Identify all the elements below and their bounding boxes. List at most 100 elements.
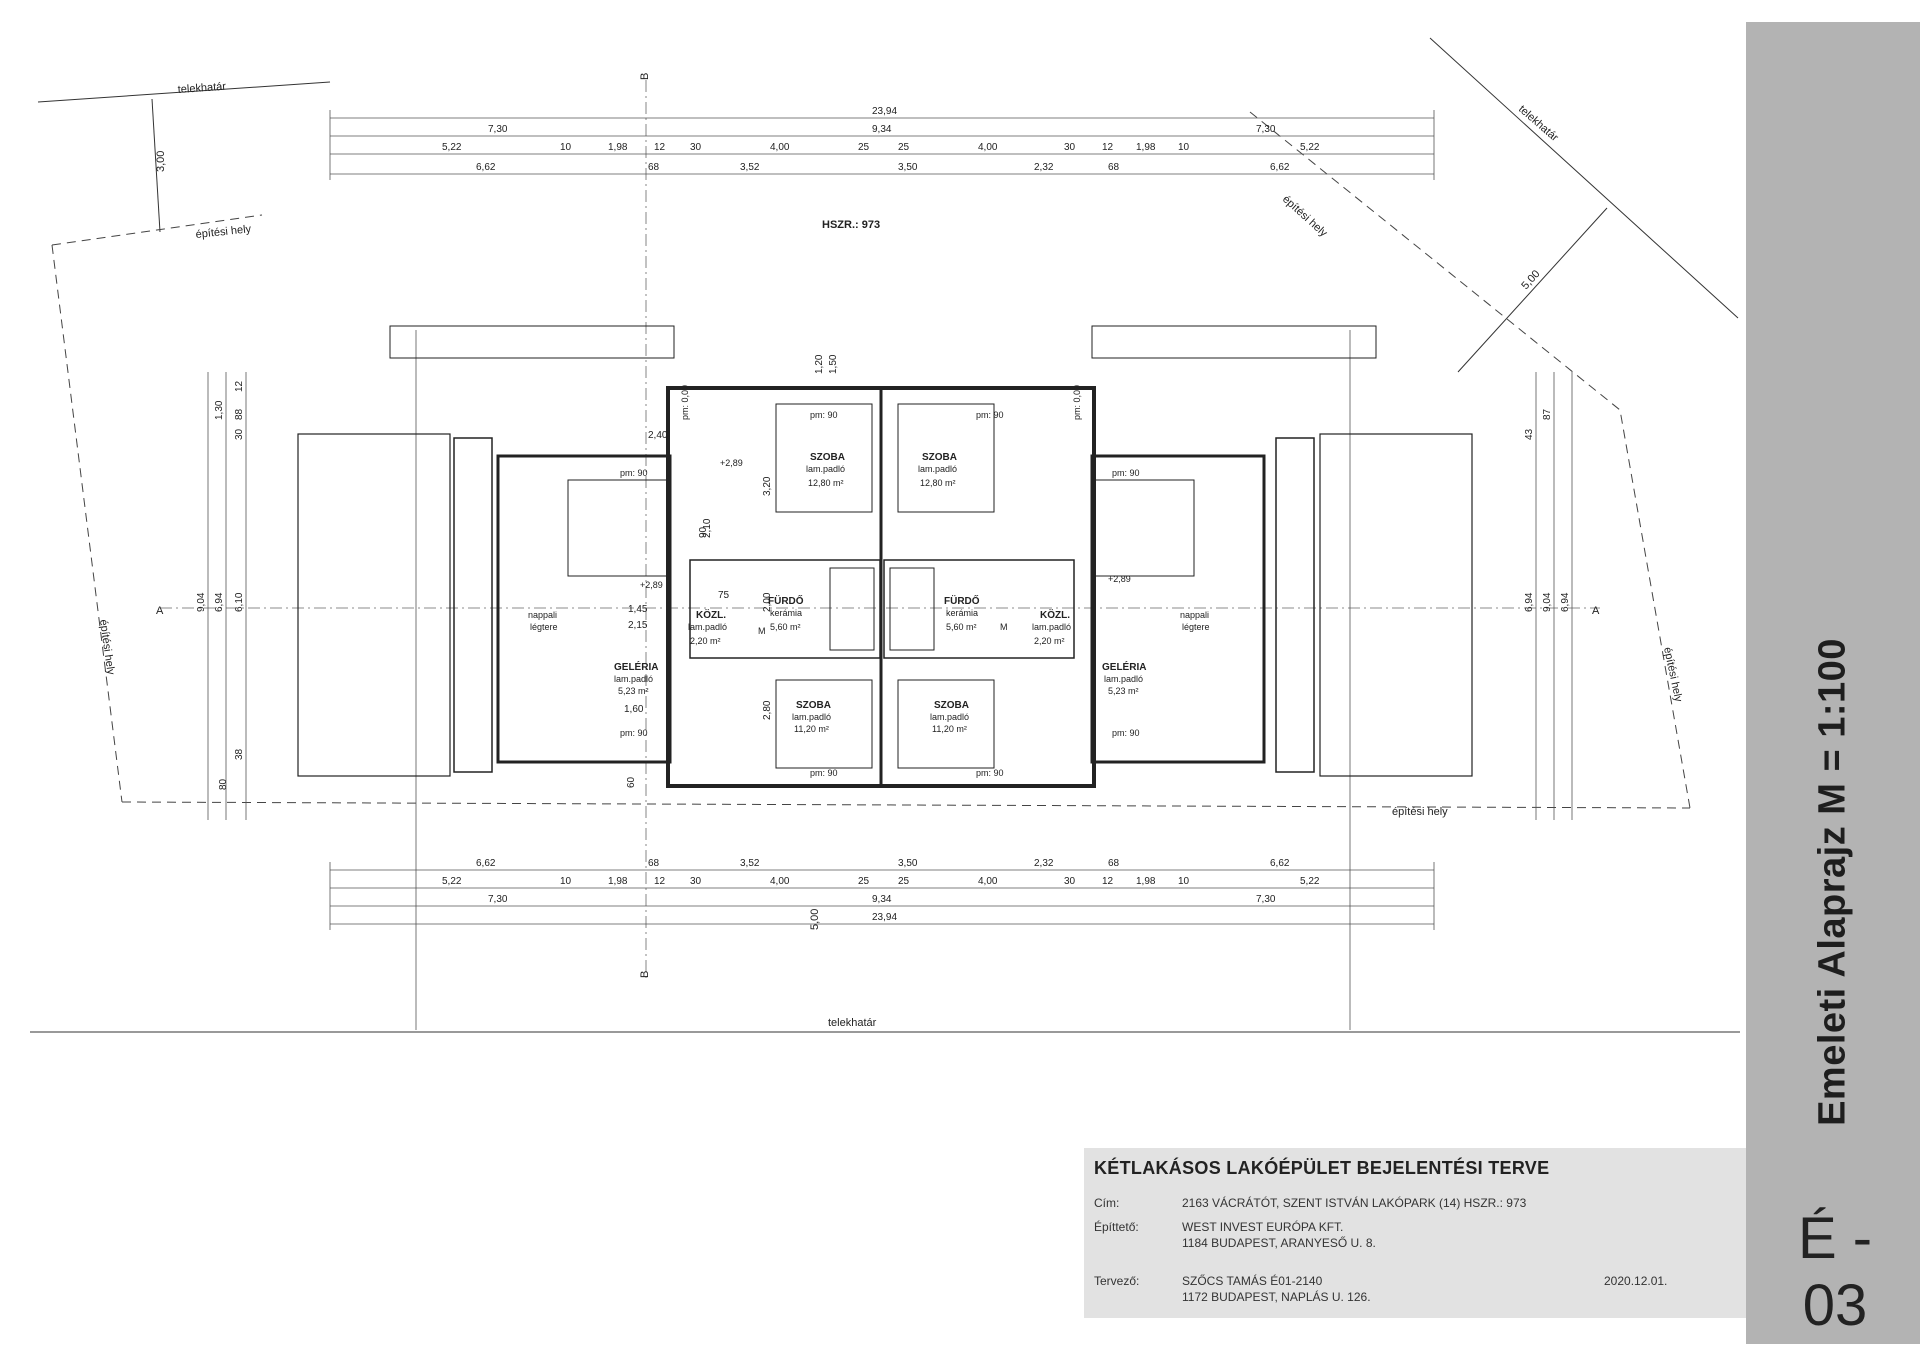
room-furdo-2-floor: kerámia: [946, 608, 978, 618]
room-kozl-1-floor: lam.padló: [688, 622, 727, 632]
room-furdo-2: FÜRDŐ: [944, 594, 980, 607]
dim-top-r4-2: 3,52: [740, 162, 760, 173]
door-pm-1: pm: 90: [810, 410, 838, 420]
plot-line-label-top: telekhatár: [177, 81, 226, 96]
room-szoba-2-area: 12,80 m²: [920, 478, 956, 488]
dim-top-r2-2: 7,30: [1256, 124, 1276, 135]
dim-int-8: 1,45: [628, 604, 648, 615]
room-kozl-2-floor: lam.padló: [1032, 622, 1071, 632]
address-value: 2163 VÁCRÁTÓT, SZENT ISTVÁN LAKÓPARK (14…: [1182, 1196, 1527, 1210]
room-nappali-1: nappali: [528, 610, 557, 620]
room-kozl-1-area: 2,20 m²: [690, 636, 721, 646]
dim-top-r4-6: 6,62: [1270, 162, 1290, 173]
dim-top-r3-9: 30: [1064, 142, 1076, 153]
door-pm-8: pm: 90: [1112, 728, 1140, 738]
setback-bottom: 5,00: [809, 909, 821, 930]
dim-top-r4-5: 68: [1108, 162, 1120, 173]
level-pm-1: pm: 0,00: [680, 385, 690, 420]
dim-left-total: 9,04: [196, 592, 207, 612]
parcel-number: HSZR.: 973: [822, 219, 880, 231]
dim-int-16: 60: [626, 776, 637, 788]
title-block: KÉTLAKÁSOS LAKÓÉPÜLET BEJELENTÉSI TERVE …: [1084, 1148, 1746, 1318]
designer-label: Tervező:: [1094, 1274, 1140, 1288]
section-a-right: A: [1592, 605, 1600, 617]
dim-int-13: 3,20: [762, 476, 773, 496]
plot-boundary: [30, 37, 1740, 1033]
level-1: +2,89: [720, 458, 743, 468]
room-legtere-2: légtere: [1182, 622, 1210, 632]
meter-2: M: [1000, 622, 1008, 632]
room-kozl-2-area: 2,20 m²: [1034, 636, 1065, 646]
room-szoba-1: SZOBA: [810, 452, 845, 463]
room-geleria-1-floor: lam.padló: [614, 674, 653, 684]
builder-name: WEST INVEST EURÓPA KFT.: [1182, 1220, 1344, 1234]
room-furdo-1: FÜRDŐ: [768, 594, 804, 607]
room-kozl-1: KÖZL.: [696, 608, 726, 621]
dim-bot-r3-2: 7,30: [1256, 894, 1276, 905]
meter-1: M: [758, 626, 766, 636]
dim-bot-r2-7: 25: [898, 876, 910, 887]
room-geleria-2-area: 5,23 m²: [1108, 686, 1139, 696]
dimension-texts: 23,94 7,30 9,34 7,30 5,22 10 1,98 12 30 …: [196, 106, 1571, 923]
dim-top-r3-11: 1,98: [1136, 142, 1156, 153]
section-b-top: B: [639, 73, 651, 80]
dim-int-3: 30: [234, 428, 245, 440]
dim-top-r3-8: 4,00: [978, 142, 998, 153]
dim-top-r3-4: 30: [690, 142, 702, 153]
dim-bot-r2-12: 10: [1178, 876, 1190, 887]
dim-bot-r2-13: 5,22: [1300, 876, 1320, 887]
room-geleria-1: GELÉRIA: [614, 660, 658, 673]
dim-bot-r3-1: 9,34: [872, 894, 892, 905]
dim-right-a: 6,94: [1524, 592, 1535, 612]
door-pm-2: pm: 90: [976, 410, 1004, 420]
dim-top-r3-10: 12: [1102, 142, 1114, 153]
building-zone-label-right-lower: építési hely: [1661, 646, 1684, 703]
dim-bot-r1-2: 3,52: [740, 858, 760, 869]
room-szoba-1-floor: lam.padló: [806, 464, 845, 474]
dim-top-r4-3: 3,50: [898, 162, 918, 173]
designer-name: SZŐCS TAMÁS É01-2140: [1182, 1274, 1323, 1288]
title-sidebar: Emeleti Alaprajz M = 1:100: [1746, 22, 1920, 1344]
dim-int-12: 90: [698, 526, 709, 538]
dim-top-r3-12: 10: [1178, 142, 1190, 153]
building-zone-line: [51, 111, 1691, 809]
level-pm-2: pm: 0,00: [1072, 385, 1082, 420]
building-zone-label-bottom: építési hely: [1392, 806, 1448, 818]
dim-int-10: 2,10: [702, 518, 713, 538]
section-b-bottom: B: [639, 971, 651, 978]
designer-address: 1172 BUDAPEST, NAPLÁS U. 126.: [1182, 1290, 1371, 1304]
dim-top-r3-5: 4,00: [770, 142, 790, 153]
dim-bot-r2-11: 1,98: [1136, 876, 1156, 887]
dim-bot-r2-6: 25: [858, 876, 870, 887]
dim-bot-r2-9: 30: [1064, 876, 1076, 887]
dimension-lines: [207, 110, 1573, 1030]
dim-int-15: 1,60: [624, 704, 644, 715]
room-szoba-3-floor: lam.padló: [792, 712, 831, 722]
dim-bot-r2-4: 30: [690, 876, 702, 887]
dim-int-0: 1,50: [828, 354, 839, 374]
dim-left-b: 6,10: [234, 592, 245, 612]
dim-bot-r1-3: 3,50: [898, 858, 918, 869]
door-pm-6: pm: 90: [1112, 468, 1140, 478]
room-szoba-1-area: 12,80 m²: [808, 478, 844, 488]
door-pm-5: pm: 90: [620, 468, 648, 478]
dim-top-r3-1: 10: [560, 142, 572, 153]
dim-bot-r3-0: 7,30: [488, 894, 508, 905]
dim-int-6: 87: [1542, 408, 1553, 420]
dim-int-7: 12: [234, 380, 245, 392]
dim-top-r3-0: 5,22: [442, 142, 462, 153]
sheet-title: Emeleti Alaprajz M = 1:100: [1811, 638, 1854, 1126]
room-furdo-2-area: 5,60 m²: [946, 622, 977, 632]
dim-top-total: 23,94: [872, 106, 897, 117]
room-szoba-4-area: 11,20 m²: [932, 724, 967, 734]
dim-int-17: 2,40: [648, 430, 668, 441]
room-szoba-3-area: 11,20 m²: [794, 724, 829, 734]
dim-top-r4-4: 2,32: [1034, 162, 1054, 173]
setback-right: 5,00: [1519, 268, 1542, 292]
dim-int-14: 2,80: [762, 700, 773, 720]
dim-top-r2-0: 7,30: [488, 124, 508, 135]
builder-label: Építtető:: [1094, 1220, 1139, 1234]
door-pm-4: pm: 90: [976, 768, 1004, 778]
dim-bot-r2-8: 4,00: [978, 876, 998, 887]
dim-bot-r2-5: 4,00: [770, 876, 790, 887]
